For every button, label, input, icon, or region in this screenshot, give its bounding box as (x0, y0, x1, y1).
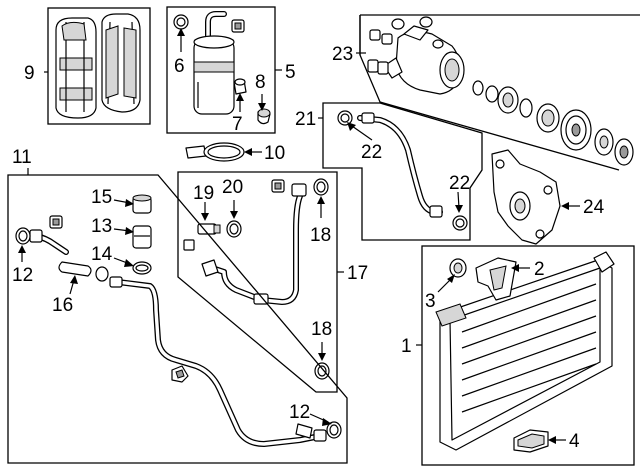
part-10-strap: 10 (185, 142, 285, 164)
group-17-hose: 19 20 18 18 17 (177, 171, 368, 393)
callout-15: 15 (91, 187, 112, 208)
o-ring-12-left (15, 227, 31, 245)
o-ring-22-lower (452, 215, 468, 231)
callout-19: 19 (193, 183, 214, 204)
callout-18-upper: 18 (310, 225, 331, 246)
nut-hex-11 (49, 215, 63, 229)
pressure-switch (231, 19, 245, 33)
compressor-fittings (367, 16, 444, 75)
o-ring-6 (173, 14, 189, 30)
group-17-frame (177, 171, 338, 393)
callout-3: 3 (425, 291, 436, 312)
accumulator-insulator-front (55, 17, 97, 119)
insulator-3 (449, 258, 467, 278)
callout-24: 24 (583, 197, 605, 218)
callout-14: 14 (91, 244, 113, 265)
group-11-tube: 11 12 15 13 14 16 12 (7, 147, 348, 464)
callout-21: 21 (295, 109, 316, 130)
group-9-insulator: 9 (24, 7, 151, 125)
suction-hose (357, 112, 443, 218)
insulator-4 (513, 429, 549, 453)
accumulator (193, 11, 235, 115)
callout-22-upper: 22 (361, 142, 382, 163)
evaporator-tube (109, 276, 327, 447)
callout-7: 7 (232, 114, 243, 135)
fittings-17 (271, 179, 285, 193)
o-ring-22-upper (337, 110, 353, 126)
group-5-accumulator: 6 7 8 5 (166, 6, 296, 135)
tube-end-left (29, 229, 69, 255)
callout-13: 13 (91, 216, 112, 237)
group-1-condenser: 2 3 1 4 (401, 245, 635, 466)
valve-core-13 (132, 225, 152, 249)
callout-4: 4 (569, 431, 580, 452)
callout-5: 5 (285, 62, 296, 83)
group-11-frame (7, 174, 348, 464)
part-24-bracket: 24 (491, 149, 605, 245)
callout-23: 23 (332, 44, 353, 65)
group-23-compressor: 23 (332, 14, 640, 171)
callout-16: 16 (52, 295, 73, 316)
compressor-body (383, 25, 465, 95)
group-21-frame (322, 102, 483, 241)
bolt-hex (183, 239, 195, 251)
callout-9: 9 (24, 63, 35, 84)
condenser (435, 251, 615, 451)
callout-1: 1 (401, 336, 412, 357)
callout-8: 8 (255, 72, 266, 93)
callout-2: 2 (534, 259, 545, 280)
valve-7 (233, 78, 247, 95)
callout-12-left: 12 (12, 265, 33, 286)
cap-8 (257, 108, 271, 125)
callout-11: 11 (12, 147, 32, 168)
filter-16 (58, 261, 109, 282)
callout-22-lower: 22 (449, 173, 470, 194)
group-21-hose: 21 22 22 (295, 102, 483, 241)
callout-6: 6 (174, 56, 185, 77)
bracket-2 (475, 257, 517, 301)
callout-17: 17 (347, 263, 368, 284)
callout-20: 20 (222, 177, 243, 198)
o-ring-18-upper (313, 178, 329, 196)
o-ring-18-lower (314, 362, 330, 380)
plug-15 (132, 194, 152, 214)
accumulator-insulator-rear (101, 13, 141, 113)
clip-bracket (171, 365, 189, 383)
o-ring-20 (226, 220, 242, 238)
callout-18-lower: 18 (311, 319, 332, 340)
callout-10: 10 (264, 143, 285, 164)
group-1-frame (421, 245, 635, 466)
callout-12-right: 12 (289, 402, 310, 423)
liquid-line-hose (201, 183, 307, 305)
o-ring-12-right (326, 421, 342, 439)
group-9-frame (47, 7, 151, 125)
clutch-assembly (472, 80, 634, 166)
o-ring-14 (132, 261, 152, 275)
